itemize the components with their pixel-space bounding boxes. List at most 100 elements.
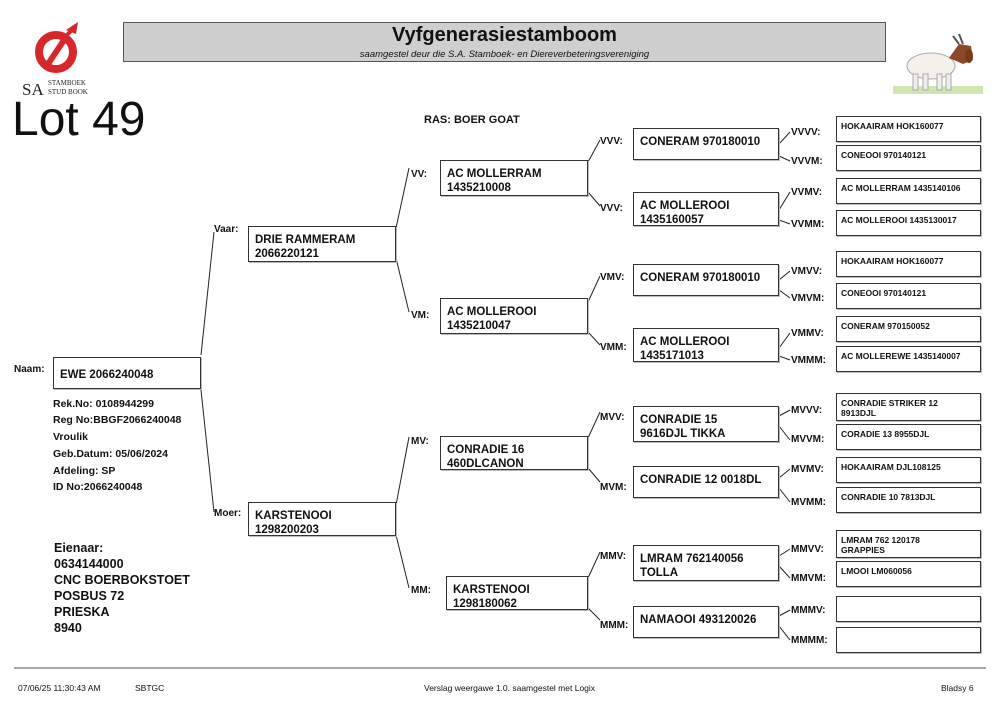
vmm-box: AC MOLLEROOI 1435171013: [633, 328, 779, 362]
mvmv-label: MVMV:: [791, 464, 824, 475]
vaar-label: Vaar:: [214, 224, 239, 235]
mvmm-text: CONRADIE 10 7813DJL: [841, 492, 936, 502]
mmmm-label: MMMM:: [791, 635, 828, 646]
vvmm-box: AC MOLLEROOI 1435130017: [836, 210, 981, 236]
vmvm-box: CONEOOI 970140121: [836, 283, 981, 309]
vvvm-label: VVVM:: [791, 156, 823, 167]
footer-code: SBTGC: [135, 683, 165, 693]
vmv-label: VMV:: [600, 272, 625, 283]
vmmv-box: CONERAM 970150052: [836, 316, 981, 342]
mmvv-box: LMRAM 762 120178 GRAPPIES: [836, 530, 981, 558]
animal-name: EWE 2066240048: [60, 369, 154, 381]
vmvv-label: VMVV:: [791, 266, 823, 277]
vmvm-text: CONEOOI 970140121: [841, 288, 927, 298]
footer-report: Verslag weergawe 1.0. saamgestel met Log…: [424, 683, 596, 693]
breed-label: RAS: BOER GOAT: [424, 114, 520, 126]
vm-label: VM:: [411, 310, 430, 321]
mmmv-label: MMMV:: [791, 605, 826, 616]
header-bar: Vyfgenerasiestamboom saamgestel deur die…: [123, 22, 886, 62]
mmmv-box: [836, 596, 981, 622]
mm-text: KARSTENOOI 1298180062: [453, 584, 530, 610]
vmv-box: CONERAM 970180010: [633, 264, 779, 296]
mm-box: KARSTENOOI 1298180062: [446, 576, 588, 610]
vvvv-label: VVVV:: [791, 127, 821, 138]
mvv-text: CONRADIE 15 9616DJL TIKKA: [640, 414, 726, 440]
mmm-box: NAMAOOI 493120026: [633, 606, 779, 638]
lot-number: Lot 49: [12, 93, 146, 146]
vmvm-label: VMVM:: [791, 293, 825, 304]
mvvm-text: CORADIE 13 8955DJL: [841, 429, 930, 439]
mmmm-box: [836, 627, 981, 653]
vvv-label: VVV:: [600, 136, 623, 147]
vmmv-text: CONERAM 970150052: [841, 321, 930, 331]
mmv-label: MMV:: [600, 551, 627, 562]
mvm-text: CONRADIE 12 0018DL: [640, 474, 762, 486]
mmm-label: MMM:: [600, 620, 629, 631]
vmm-text: AC MOLLEROOI 1435171013: [640, 336, 730, 362]
mv-box: CONRADIE 16 460DLCANON: [440, 436, 588, 470]
vvm-text: AC MOLLEROOI 1435160057: [640, 200, 730, 226]
vvmm-text: AC MOLLEROOI 1435130017: [841, 215, 957, 225]
mvv-label: MVV:: [600, 412, 625, 423]
owner-number: 0634144000: [54, 557, 124, 571]
vvmv-box: AC MOLLERRAM 1435140106: [836, 178, 981, 204]
page-subtitle: saamgestel deur die S.A. Stamboek- en Di…: [359, 49, 650, 60]
vmmm-label: VMMM:: [791, 355, 826, 366]
vmmm-box: AC MOLLEREWE 1435140007: [836, 346, 981, 372]
vm-text: AC MOLLEROOI 1435210047: [447, 306, 537, 332]
logo-sa-text: SA: [22, 80, 44, 99]
logo-line2: STUD BOOK: [48, 88, 88, 96]
mvmm-label: MVMM:: [791, 497, 826, 508]
mvv-box: CONRADIE 15 9616DJL TIKKA: [633, 406, 779, 442]
owner-name: CNC BOERBOKSTOET: [54, 573, 190, 587]
mv-label: MV:: [411, 436, 429, 447]
moer-text: KARSTENOOI 1298200203: [255, 510, 332, 536]
animal-box: EWE 2066240048: [53, 357, 201, 389]
vv-text: AC MOLLERRAM 1435210008: [447, 168, 542, 194]
vmvv-text: HOKAAIRAM HOK160077: [841, 256, 944, 266]
vv-box: AC MOLLERRAM 1435210008: [440, 160, 588, 196]
detail-sex: Vroulik: [53, 431, 89, 443]
mvvv-box: CONRADIE STRIKER 12 8913DJL: [836, 393, 981, 421]
goat-illustration: [893, 33, 983, 94]
vmmm-text: AC MOLLEREWE 1435140007: [841, 351, 961, 361]
vaar-text: DRIE RAMMERAM 2066220121: [255, 234, 356, 260]
owner-town: PRIESKA: [54, 605, 110, 619]
mv-text: CONRADIE 16 460DLCANON: [447, 444, 525, 470]
owner-postbox: POSBUS 72: [54, 589, 125, 603]
mvmv-box: HOKAAIRAM DJL108125: [836, 457, 981, 483]
vmv-text: CONERAM 970180010: [640, 272, 761, 284]
page-title: Vyfgenerasiestamboom: [392, 24, 617, 46]
mmvv-text: LMRAM 762 120178 GRAPPIES: [841, 535, 920, 555]
mmv-text: LMRAM 762140056 TOLLA: [640, 553, 744, 579]
detail-birth-date: Geb.Datum: 05/06/2024: [53, 448, 168, 460]
vmmv-label: VMMV:: [791, 328, 824, 339]
naam-label: Naam:: [14, 364, 45, 375]
detail-id-no: ID No:2066240048: [53, 481, 143, 493]
owner-postcode: 8940: [54, 621, 82, 635]
vvm-box: AC MOLLEROOI 1435160057: [633, 192, 779, 226]
vvmv-text: AC MOLLERRAM 1435140106: [841, 183, 961, 193]
vvvm-text: CONEOOI 970140121: [841, 150, 927, 160]
vv-label: VV:: [411, 169, 428, 180]
owner-heading: Eienaar:: [54, 541, 104, 555]
mmvm-label: MMVM:: [791, 573, 826, 584]
vvv-text: CONERAM 970180010: [640, 136, 761, 148]
mvmv-text: HOKAAIRAM DJL108125: [841, 462, 941, 472]
mmv-box: LMRAM 762140056 TOLLA: [633, 545, 779, 581]
detail-rek-no: Rek.No: 0108944299: [53, 398, 154, 410]
vvmv-label: VVMV:: [791, 187, 823, 198]
mvvv-text: CONRADIE STRIKER 12 8913DJL: [841, 398, 938, 418]
vvvm-box: CONEOOI 970140121: [836, 145, 981, 171]
mvvm-label: MVVM:: [791, 434, 825, 445]
mvmm-box: CONRADIE 10 7813DJL: [836, 487, 981, 513]
vm-box: AC MOLLEROOI 1435210047: [440, 298, 588, 334]
vvvv-box: HOKAAIRAM HOK160077: [836, 116, 981, 142]
vvv-box: CONERAM 970180010: [633, 128, 779, 160]
mm-label: MM:: [411, 585, 431, 596]
logo-line1: STAMBOEK: [48, 79, 86, 87]
vvmm-label: VVMM:: [791, 219, 825, 230]
mvvm-box: CORADIE 13 8955DJL: [836, 424, 981, 450]
vvvv-text: HOKAAIRAM HOK160077: [841, 121, 944, 131]
